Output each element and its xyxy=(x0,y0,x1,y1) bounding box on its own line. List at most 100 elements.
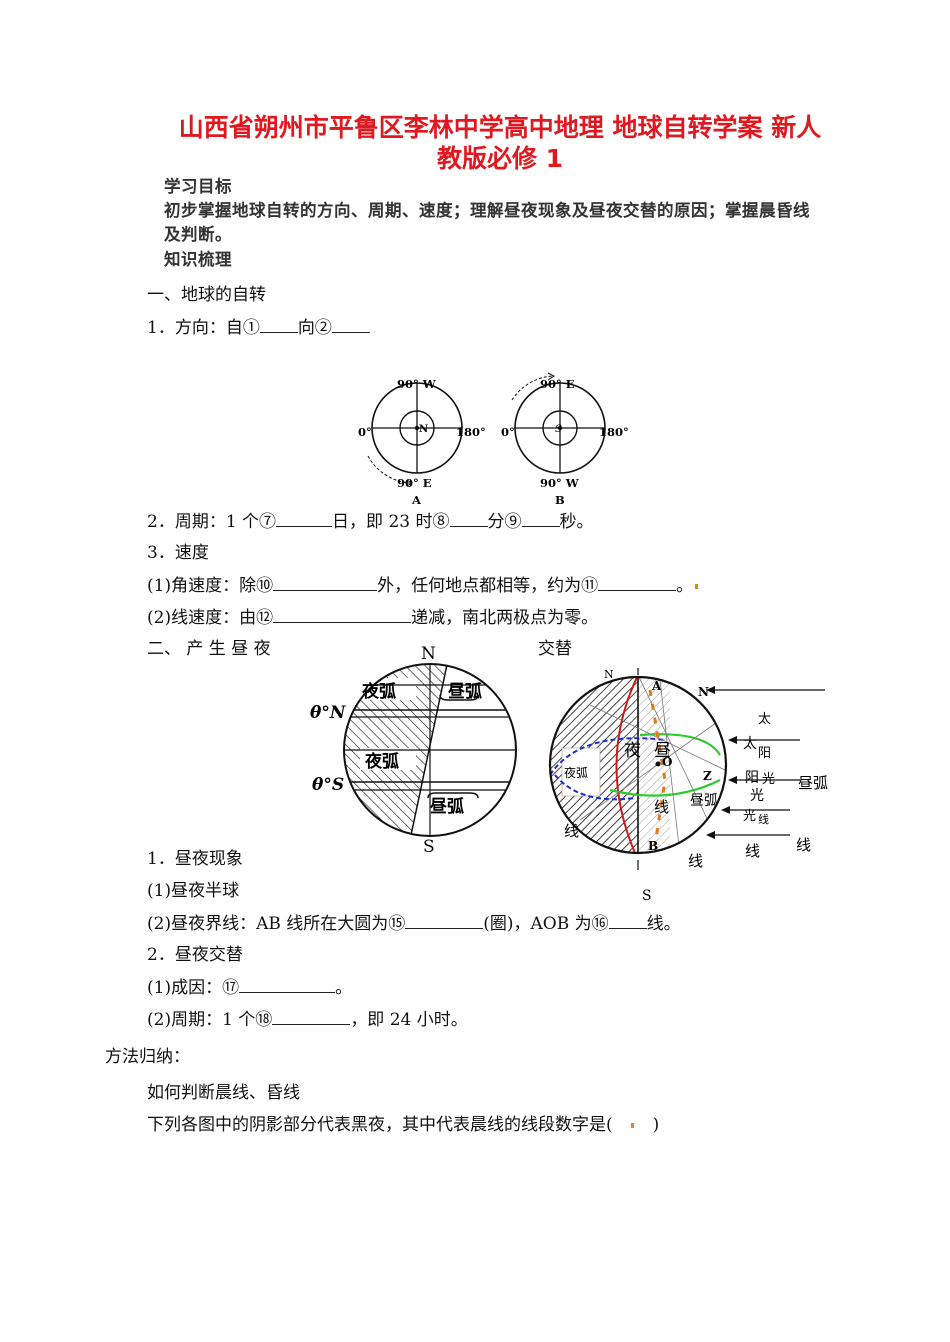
terminator-b: (圈)，AOB 为⑯ xyxy=(483,914,609,934)
speed-heading: 3．速度 xyxy=(147,543,209,563)
point-o-label: O xyxy=(662,755,672,769)
a-left-label: 0° xyxy=(358,425,372,439)
night-arc-label-2: 夜弧 xyxy=(364,751,399,772)
night-label: 夜 xyxy=(624,741,641,761)
cause-b: 。 xyxy=(335,978,353,998)
question-line: 下列各图中的阴影部分代表黑夜，其中代表晨线的线段数字是() xyxy=(147,1114,659,1136)
section1-heading: 一、地球的自转 xyxy=(147,285,266,305)
section2-heading-right: 交替 xyxy=(538,639,572,659)
direction-a: 1．方向：自① xyxy=(147,318,260,338)
section2-heading: 二、 产 生 昼 夜 xyxy=(147,639,271,659)
period-d: 秒。 xyxy=(559,512,594,532)
period-line: 2．周期：1 个⑦ 日，即 23 时⑧ 分⑨ 秒。 xyxy=(147,510,594,533)
cycle-line: (2)周期：1 个⑱，即 24 小时。 xyxy=(147,1008,468,1031)
question-b: ) xyxy=(652,1115,660,1135)
blank-7[interactable] xyxy=(276,510,333,527)
point-n-right-label: N xyxy=(698,685,709,699)
point-b-label: B xyxy=(648,839,658,853)
line-label-small: 线 xyxy=(758,812,769,826)
question-a: 下列各图中的阴影部分代表黑夜，其中代表晨线的线段数字是( xyxy=(147,1115,613,1135)
terminator-c: 线。 xyxy=(646,914,681,934)
direction-b: 向② xyxy=(297,318,332,338)
terminator-a: (2)昼夜界线：AB 线所在大圆为⑮ xyxy=(147,914,406,934)
blank-12[interactable] xyxy=(273,606,412,623)
blank-9[interactable] xyxy=(521,510,560,527)
cause-line: (1)成因：⑰ 。 xyxy=(147,976,352,999)
title-line-2: 教版必修 1 xyxy=(436,144,564,173)
b-caption: B xyxy=(555,493,565,507)
title-line-1: 山西省朔州市平鲁区李林中学高中地理 地球自转学案 新人 xyxy=(178,113,822,142)
line-label-right-1: 线 xyxy=(745,842,760,860)
blank-1[interactable] xyxy=(259,316,298,333)
direction-line: 1．方向：自① 向② xyxy=(147,316,370,339)
fig3-bottom-label: S xyxy=(642,888,652,904)
theta-n-label: θ°N xyxy=(310,703,347,723)
overlay-label-2: 阳 xyxy=(745,770,759,786)
b-right-label: 180° xyxy=(599,425,629,439)
goal-heading: 学习目标 xyxy=(164,177,232,196)
linear-b: 递减，南北两极点为零。 xyxy=(411,608,599,628)
polar-view-b xyxy=(511,372,606,474)
sun-label-1: 太 xyxy=(758,712,771,727)
overlay-label-1: 太 xyxy=(743,736,757,752)
b-bottom-label: 90° W xyxy=(540,476,580,490)
answer-slot[interactable] xyxy=(613,1114,653,1136)
b-top-label: 90° E xyxy=(540,377,575,391)
line-label-left: 线 xyxy=(564,822,579,840)
polar-view-figure: 90° W 0° 180° N 90° E A 90° E 0° 180° S … xyxy=(358,372,629,507)
day-arc-outside-label: 昼弧 xyxy=(798,774,828,792)
linear-a: (2)线速度：由⑫ xyxy=(147,608,274,628)
line-label-right-2: 线 xyxy=(796,836,811,854)
goal-text-2: 及判断。 xyxy=(164,225,232,244)
method-heading: 方法归纳： xyxy=(105,1047,190,1067)
phenomenon-heading: 1．昼夜现象 xyxy=(147,849,243,869)
method-subheading: 如何判断晨线、昏线 xyxy=(147,1083,300,1103)
linear-line: (2)线速度：由⑫ 递减，南北两极点为零。 xyxy=(147,606,598,629)
blank-15[interactable] xyxy=(405,912,484,929)
cause-a: (1)成因：⑰ xyxy=(147,978,240,998)
a-right-label: 180° xyxy=(456,425,486,439)
blank-11[interactable] xyxy=(598,574,677,591)
night-arc-label: 夜弧 xyxy=(564,765,588,780)
period-c: 分⑨ xyxy=(487,512,522,532)
angular-a: (1)角速度：除⑩ xyxy=(147,576,274,596)
blank-17[interactable] xyxy=(239,976,336,993)
polar-view-a xyxy=(367,382,463,487)
b-left-label: 0° xyxy=(501,425,515,439)
blank-10[interactable] xyxy=(273,574,378,591)
sun-label-2: 阳 xyxy=(758,746,771,761)
point-a-label: A xyxy=(651,679,662,693)
goal-text-1: 初步掌握地球自转的方向、周期、速度；理解昼夜现象及昼夜交替的原因；掌握晨昏线 xyxy=(164,201,810,220)
line-label-mid: 线 xyxy=(654,798,669,816)
terminator-figure: N S A B O Z N 夜 昼 夜弧 昼弧 昼弧 线 线 线 线 线 线 太… xyxy=(548,668,828,904)
terminator-line: (2)昼夜界线：AB 线所在大圆为⑮ (圈)，AOB 为⑯ 线。 xyxy=(147,912,681,935)
blank-8[interactable] xyxy=(449,510,488,527)
overlay-label-3: 光 xyxy=(750,788,764,804)
page-title: 山西省朔州市平鲁区李林中学高中地理 地球自转学案 新人 教版必修 1 xyxy=(150,112,850,174)
fig2-top-label: N xyxy=(421,644,436,664)
cycle-b: ，即 24 小时。 xyxy=(350,1010,468,1030)
blank-18[interactable] xyxy=(272,1008,351,1025)
point-z-label: Z xyxy=(703,769,712,783)
fig3-top-label: N xyxy=(604,668,614,681)
a-caption: A xyxy=(411,493,422,507)
fig2-bottom-label: S xyxy=(423,837,435,857)
angular-line: (1)角速度：除⑩ 外，任何地点都相等，约为⑪ 。 xyxy=(147,574,700,597)
b-center-label: S xyxy=(555,424,562,435)
review-heading: 知识梳理 xyxy=(164,250,232,269)
theta-s-label: θ°S xyxy=(312,775,344,795)
blank-2[interactable] xyxy=(331,316,370,333)
line-label-bottom: 线 xyxy=(688,852,703,870)
a-bottom-label: 90° E xyxy=(397,476,432,490)
alternation-heading: 2．昼夜交替 xyxy=(147,945,243,965)
period-a: 2．周期：1 个⑦ xyxy=(147,512,277,532)
day-label: 昼 xyxy=(654,741,671,761)
period-b: 日，即 23 时⑧ xyxy=(332,512,450,532)
angular-c: 。 xyxy=(676,576,694,596)
speck-mark xyxy=(695,584,699,589)
day-arc-label-2: 昼弧 xyxy=(430,796,464,817)
day-night-arc-figure: N S θ°N θ°S 夜弧 昼弧 夜弧 昼弧 xyxy=(310,644,517,857)
angular-b: 外，任何地点都相等，约为⑪ xyxy=(377,576,599,596)
blank-16[interactable] xyxy=(608,912,647,929)
a-center-label: N xyxy=(419,424,428,435)
